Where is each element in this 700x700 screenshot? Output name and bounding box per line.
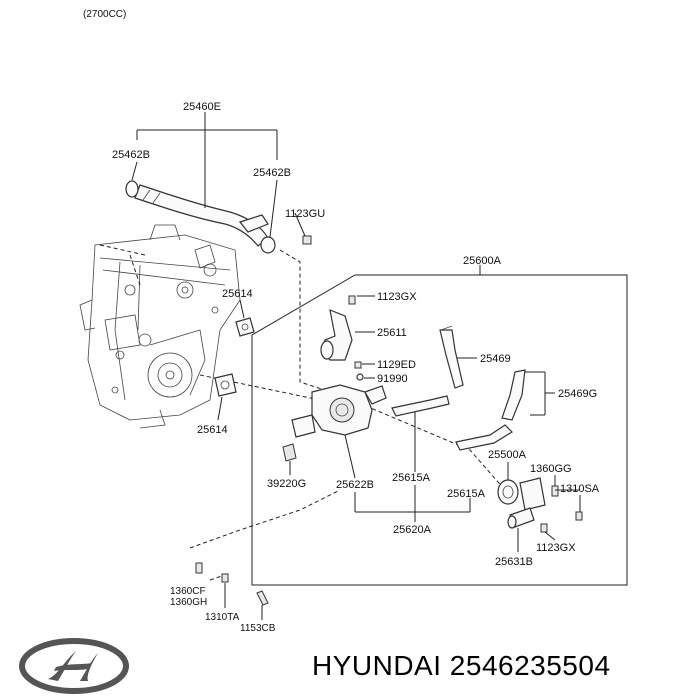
bolt-1360GG [551, 485, 559, 497]
label-25462B-right: 25462B [253, 167, 291, 179]
label-1360CF: 1360CF [170, 586, 206, 597]
brand-name: HYUNDAI [312, 650, 442, 681]
bolt-1360CF [195, 562, 203, 574]
bolt-1129ED [354, 361, 362, 369]
footer-caption: HYUNDAI 2546235504 [312, 650, 611, 682]
seal-91990 [356, 373, 364, 381]
label-25469: 25469 [480, 353, 511, 365]
gasket-25614-bottom [214, 373, 237, 421]
clamp-25462B-right [260, 236, 276, 254]
label-25620A: 25620A [393, 524, 432, 536]
bolt-1123GU [302, 235, 312, 245]
loose-bolts [195, 562, 269, 620]
label-39220G: 39220G [267, 478, 306, 490]
leader-25460E [131, 112, 306, 238]
label-1123GX-bottom: 1123GX [536, 542, 576, 554]
label-1310TA: 1310TA [205, 612, 240, 623]
bolt-1310TA [221, 573, 229, 583]
label-25611: 25611 [377, 327, 407, 339]
assembly-box-25600A [251, 274, 628, 586]
label-25460E: 25460E [183, 101, 221, 113]
label-1129ED: 1129ED [377, 359, 416, 371]
thermostat-25500A [497, 479, 519, 505]
outlet-25611 [320, 295, 375, 381]
leader-25620A [344, 434, 471, 522]
sensor-39220G [282, 443, 297, 462]
label-25631B: 25631B [495, 556, 533, 568]
label-25600A: 25600A [463, 255, 502, 267]
hose-25469 [439, 325, 477, 389]
part-number: 2546235504 [449, 650, 611, 681]
hose-25469G [501, 369, 555, 421]
label-1123GU: 1123GU [285, 208, 325, 220]
label-25500A: 25500A [488, 449, 527, 461]
engine-note: (2700CC) [83, 9, 126, 20]
hose-25615A [391, 395, 513, 472]
inlet-assembly [497, 462, 583, 552]
bolt-1310SA [575, 511, 583, 521]
label-25615A-a: 25615A [392, 472, 431, 484]
thermostat-housing [282, 384, 387, 475]
label-25462B-left: 25462B [112, 149, 150, 161]
bolt-1123GX-top [348, 295, 356, 305]
label-91990: 91990 [377, 373, 408, 385]
hose-25460E [125, 180, 312, 254]
bolt-1153CB [256, 590, 269, 606]
label-1123GX-top: 1123GX [377, 291, 417, 303]
label-1360GH: 1360GH [170, 597, 207, 608]
label-25622B: 25622B [336, 479, 374, 491]
label-1153CB: 1153CB [240, 623, 276, 634]
label-25614-top: 25614 [222, 288, 253, 300]
label-1360GG: 1360GG [530, 463, 572, 475]
bolt-1123GX-bottom [540, 523, 548, 533]
hyundai-logo-icon [19, 638, 129, 694]
clamp-25462B-left [125, 180, 139, 198]
gasket-25614-top [235, 299, 255, 337]
engine-block [79, 224, 241, 429]
label-25615A-b: 25615A [447, 488, 486, 500]
label-1310SA: 1310SA [560, 483, 600, 495]
label-25469G: 25469G [558, 388, 597, 400]
reference-lines [189, 249, 506, 581]
label-25614-bottom: 25614 [197, 424, 228, 436]
